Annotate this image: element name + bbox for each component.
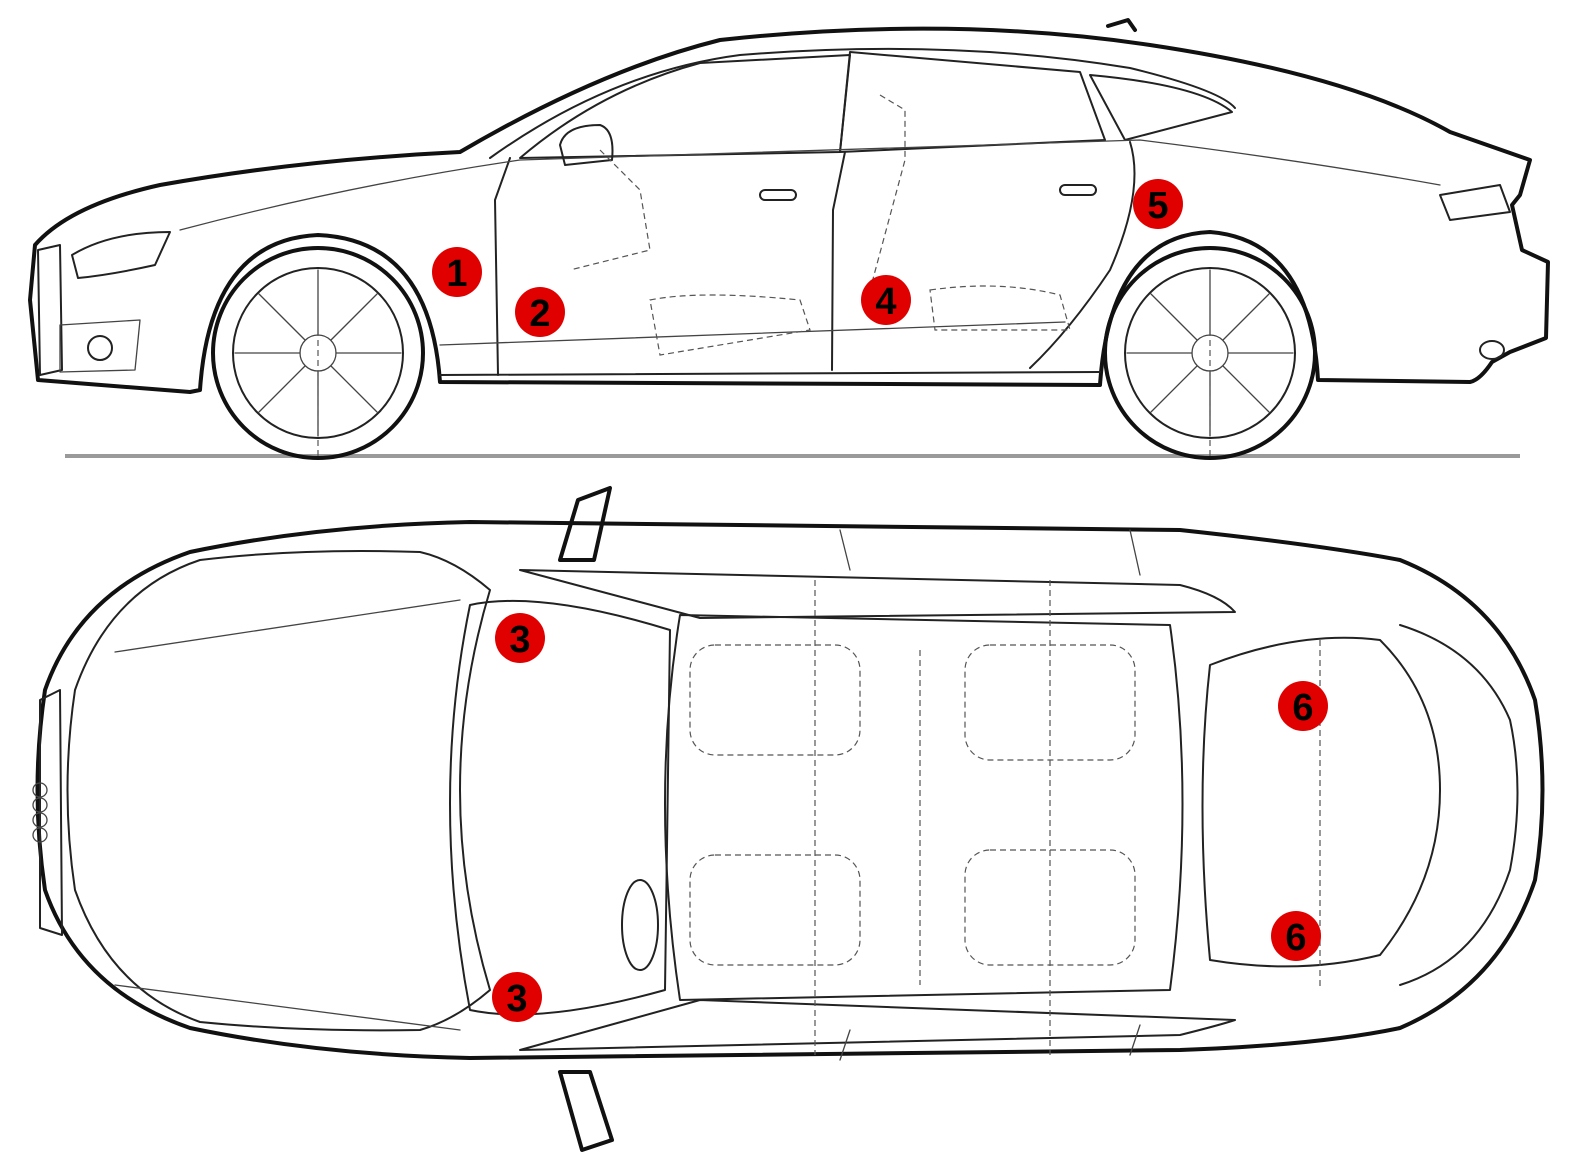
front-door-line <box>494 157 511 376</box>
hood-crease-upper <box>114 599 461 653</box>
top-door-line-rear <box>1129 529 1141 1056</box>
front-door-handle <box>759 189 797 201</box>
side-view <box>28 18 1550 460</box>
top-view <box>32 486 1545 1152</box>
marker-top-3b: 3 <box>492 972 542 1022</box>
marker-top-6b: 6 <box>1271 911 1321 961</box>
top-roof <box>664 614 1184 1001</box>
side-roofline <box>489 47 1236 159</box>
rear-wheel <box>1103 246 1317 460</box>
side-character-line <box>439 321 1066 346</box>
marker-circle <box>1278 681 1328 731</box>
marker-number: 3 <box>506 978 527 1020</box>
hood-crease-lower <box>114 984 461 1031</box>
marker-circle <box>495 613 545 663</box>
tail-light <box>1439 184 1511 221</box>
side-beltline <box>179 139 1441 231</box>
marker-side-1: 1 <box>432 247 482 297</box>
rear-window <box>839 51 1106 153</box>
b-pillar-line <box>831 151 846 371</box>
top-door-line-front <box>839 529 851 1061</box>
exhaust-pipe <box>1479 340 1505 360</box>
fog-lamp <box>87 335 113 361</box>
top-windshield <box>449 599 671 1016</box>
marker-circle <box>432 247 482 297</box>
top-grille <box>39 689 63 936</box>
marker-number: 4 <box>875 281 896 323</box>
marker-number: 6 <box>1285 917 1306 959</box>
top-seats <box>689 580 1321 1055</box>
rear-seat-outline <box>869 94 1071 331</box>
side-mirror <box>559 124 614 166</box>
side-sill <box>439 371 1101 376</box>
marker-circle <box>492 972 542 1022</box>
front-bumper-vent <box>59 319 141 373</box>
front-wheel <box>211 246 425 460</box>
marker-circle <box>515 287 565 337</box>
headlight <box>71 231 171 279</box>
marker-circle <box>1271 911 1321 961</box>
marker-layer: 1 2 4 5 3 3 6 6 <box>432 179 1328 1022</box>
side-body-outline <box>28 26 1550 394</box>
marker-side-5: 5 <box>1133 179 1183 229</box>
marker-circle <box>1133 179 1183 229</box>
top-side-glass-left <box>519 569 1236 619</box>
marker-number: 1 <box>446 253 467 295</box>
front-window <box>519 54 851 159</box>
front-grille <box>37 244 63 376</box>
steering-wheel <box>621 879 659 971</box>
quarter-window <box>1089 74 1233 141</box>
rear-door-handle <box>1059 184 1097 196</box>
marker-side-4: 4 <box>861 275 911 325</box>
marker-top-6a: 6 <box>1278 681 1328 731</box>
front-seat-outline <box>569 149 811 356</box>
top-body-outline <box>35 520 1545 1060</box>
marker-number: 3 <box>509 619 530 661</box>
top-mirror-right <box>558 1070 614 1152</box>
top-badge-rings <box>32 782 48 843</box>
roof-antenna <box>1106 18 1137 32</box>
hood-outline <box>66 550 491 1032</box>
marker-side-2: 2 <box>515 287 565 337</box>
marker-number: 2 <box>529 293 550 335</box>
top-side-glass-right <box>519 999 1236 1051</box>
top-mirror-left <box>558 486 612 562</box>
rear-door-line <box>1029 141 1136 369</box>
marker-number: 6 <box>1292 687 1313 729</box>
marker-circle <box>861 275 911 325</box>
marker-top-3a: 3 <box>495 613 545 663</box>
marker-number: 5 <box>1147 185 1168 227</box>
top-trunk-lid <box>1399 624 1519 986</box>
top-rear-window <box>1201 636 1441 968</box>
